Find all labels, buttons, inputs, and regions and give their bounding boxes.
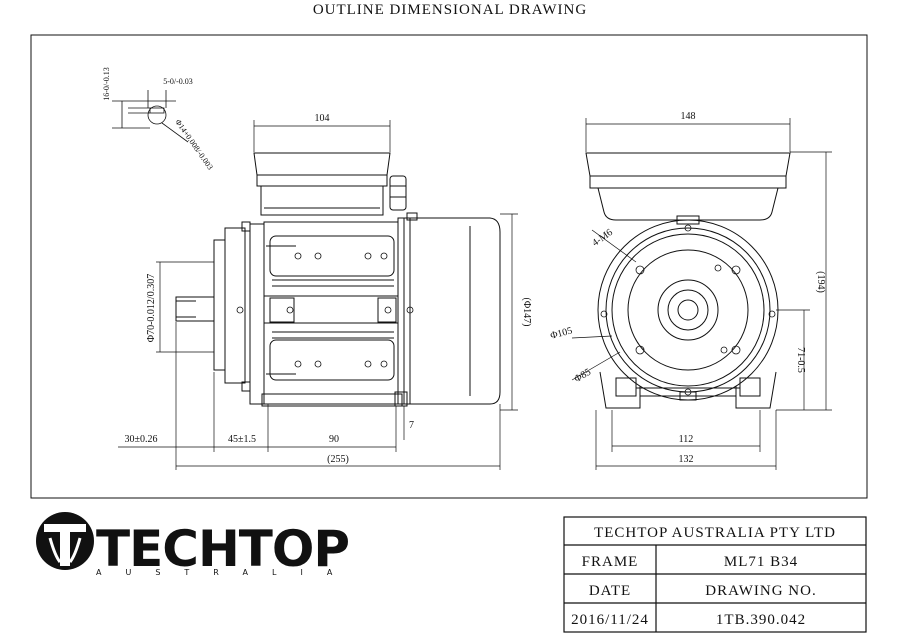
dim-key-16: 16-0/-0.13 [102,67,111,101]
dim-4m6: 4-M6 [590,227,615,249]
dim-104: 104 [315,113,330,124]
dim-shaft-30: 30±0.26 [125,434,158,445]
logo-wordmark: TECHTOP [96,520,349,578]
dim-132: 132 [679,454,694,465]
drawing-no-value: 1TB.390.042 [716,612,806,628]
frame-value: ML71 B34 [724,554,798,570]
drawing-border [30,34,868,499]
title-block-grid [563,516,867,633]
logo-subtitle: AUSTRALIA [96,568,356,577]
dim-7: 7 [409,420,414,431]
dim-147: (Φ147) [521,298,532,327]
dim-194: (194) [815,271,826,293]
date-label: DATE [589,583,631,599]
dim-148: 148 [681,111,696,122]
end-view-dims [571,118,832,470]
drawing-no-label: DRAWING NO. [705,583,816,599]
frame-label: FRAME [582,554,639,570]
dim-key-5: 5-0/-0.03 [163,77,193,86]
dim-105: Φ105 [549,325,573,341]
dim-71: 71-0.5 [795,347,806,373]
dim-flange-70: Φ70-0.012/0.307 [146,274,157,342]
page-title: OUTLINE DIMENSIONAL DRAWING [312,2,588,18]
end-view-bolts [600,224,776,396]
dim-45: 45±1.5 [228,434,256,445]
dim-90: 90 [329,434,339,445]
dim-key-14: Φ14+0.008/-0.003 [173,118,214,172]
company-name: TECHTOP AUSTRALIA PTY LTD [594,525,836,541]
side-view-motor [175,152,501,407]
techtop-logo: TECHTOP AUSTRALIA [36,512,356,578]
date-value: 2016/11/24 [571,612,649,628]
dim-112: 112 [679,434,694,445]
key-detail [112,90,189,143]
dim-255: (255) [327,454,349,465]
end-view-motor [585,152,791,409]
side-view-dims [118,120,518,470]
side-view-bolts [236,252,414,368]
